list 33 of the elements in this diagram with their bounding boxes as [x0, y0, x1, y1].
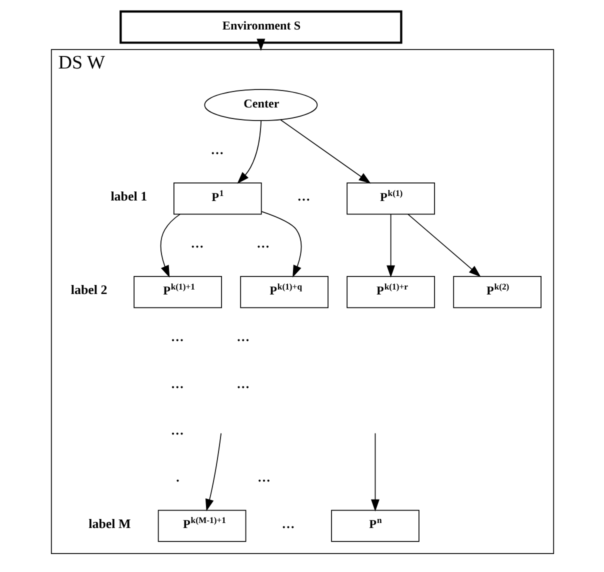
- node-ellipse: Center: [204, 89, 318, 122]
- arrow: [236, 120, 261, 184]
- node-box: P$^{n}$: [330, 510, 419, 542]
- label: .: [176, 469, 179, 484]
- label: …: [281, 516, 294, 532]
- label: label M: [88, 516, 130, 532]
- node-box: P$^{k(M-1)+1}$: [157, 510, 246, 542]
- label: …: [256, 469, 270, 484]
- arrow: [386, 214, 395, 278]
- label: …: [170, 422, 184, 438]
- label: …: [190, 235, 204, 250]
- label: label 2: [70, 282, 107, 298]
- arrow: [280, 119, 370, 184]
- label: …: [236, 328, 250, 344]
- arrow: [204, 432, 222, 512]
- node-box: P$^{k(1)}$: [346, 182, 434, 215]
- node-box: P$^{k(1)+r}$: [346, 276, 434, 308]
- label: …: [210, 142, 224, 157]
- arrow: [260, 211, 302, 278]
- arrow: [407, 214, 480, 278]
- arrow: [160, 214, 180, 278]
- node-box: P$^{k(1)+q}$: [240, 276, 328, 308]
- label: …: [256, 235, 270, 250]
- arrow: [256, 38, 265, 51]
- label: …: [236, 376, 250, 391]
- label: …: [296, 188, 310, 204]
- node-box: P$^{1}$: [172, 182, 262, 215]
- node-box: P$^{k(1)+1}$: [133, 276, 222, 308]
- arrow: [370, 432, 379, 512]
- label: …: [170, 328, 184, 344]
- node-box: P$^{k(2)}$: [452, 276, 541, 308]
- label: …: [170, 376, 184, 391]
- label: label 1: [110, 188, 147, 204]
